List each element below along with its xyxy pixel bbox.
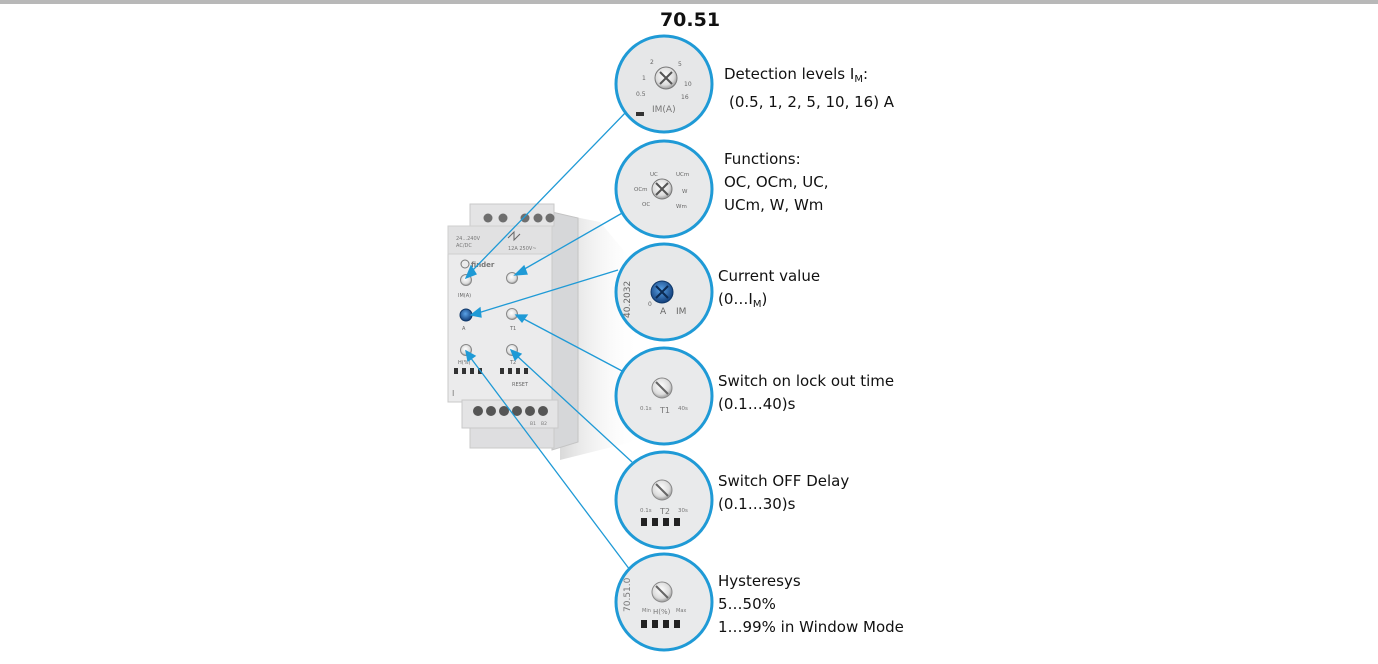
zoom-tick-label: W (682, 189, 688, 195)
relay-device: 24...240V AC/DC 12A 250V~ finder IM(A) A… (447, 203, 640, 460)
im-dial-label: IM(A) (458, 293, 471, 299)
zoom-tick-label: 1 (642, 75, 646, 82)
callout-line: Functions: (724, 150, 801, 168)
zoom-tick-label: 0 (648, 301, 652, 308)
callout-line: Hysteresys (718, 572, 801, 590)
terminal-b2-label: B2 (541, 421, 547, 427)
svg-text:I: I (452, 389, 454, 398)
zoom-tick-label: 16 (681, 94, 689, 101)
zoom-tick-label: 0.1s (640, 508, 652, 514)
zoom-tick-label: UC (650, 172, 658, 178)
zoom-dial-label: T2 (659, 507, 670, 516)
leader-line-off-delay (515, 354, 633, 463)
zoom-tick-label: 10 (684, 81, 692, 88)
zoom-dial-label: T1 (659, 406, 670, 415)
arrow-head-icon (514, 314, 529, 324)
arrow-head-icon (464, 264, 477, 280)
leader-lines (464, 109, 633, 571)
zoom-circle-functions: UC UCm OCm W OC Wm (614, 139, 714, 239)
bottom-screw-terminals (473, 406, 548, 416)
callout-line: (0.1…40)s (718, 395, 796, 413)
callout-subscript: M (854, 74, 863, 85)
callout-line: (0…IM) (718, 288, 820, 316)
zoom-tick-label: Max (676, 608, 686, 614)
reset-label: RESET (512, 382, 529, 388)
diagram-title: 70.51 (659, 9, 721, 31)
zoom-tick-label: 40s (678, 406, 688, 412)
t2-dial-label: T2 (509, 360, 516, 366)
zoom-tick-label: 2 (650, 59, 654, 66)
zoom-circle-detection: 2 5 1 10 0.5 16 IM(A) (614, 34, 714, 134)
zoom-tick-label: OC (642, 202, 650, 208)
arrow-head-icon (509, 348, 523, 362)
callout-line: (0.1…30)s (718, 495, 796, 513)
callout-current-value: Current value (0…IM) (718, 265, 820, 316)
callout-line-text: (0…I (718, 290, 753, 308)
zoom-circle-off-delay: 0.1s T2 30s (614, 450, 714, 550)
callout-line: UCm, W, Wm (724, 196, 824, 214)
callout-line-text: Detection levels I (724, 65, 855, 83)
current-dial-label: A (462, 326, 466, 332)
callout-hysteresis: Hysteresys 5…50% 1…99% in Window Mode (718, 570, 904, 639)
callout-off-delay: Switch OFF Delay (0.1…30)s (718, 470, 849, 516)
zoom-tick-label: OCm (634, 187, 648, 193)
zoom-dial-label: A (660, 307, 667, 317)
callout-line: Switch OFF Delay (718, 472, 850, 490)
zoom-tick-label: Min (642, 608, 651, 614)
zoom-tick-label: 0.5 (636, 91, 646, 98)
zoom-dial-label: H(%) (653, 608, 671, 616)
callout-line: Switch on lock out time (718, 372, 895, 390)
zoom-circle-lockout: 0.1s T1 40s (614, 346, 714, 446)
callout-line: 1…99% in Window Mode (718, 618, 904, 636)
top-rule (0, 0, 1378, 4)
callout-line: Current value (718, 267, 821, 285)
callout-line: OC, OCm, UC, (724, 173, 829, 191)
zoom-circle-current: 0 A IM 40.2032 (614, 242, 714, 342)
arrow-head-icon (513, 264, 528, 276)
callout-suffix: : (862, 65, 869, 83)
t1-dial-label: T1 (509, 326, 516, 332)
supply-type-label: AC/DC (456, 243, 472, 249)
top-screw-terminals (483, 213, 555, 223)
zoom-tick-label: 5 (678, 61, 682, 68)
callout-line-text: ) (761, 290, 768, 308)
terminal-b1-label: B1 (530, 421, 536, 427)
zoom-tick-label: 0.1s (640, 406, 652, 412)
brand-label: finder (471, 261, 495, 269)
zoom-tick-label: 30s (678, 508, 688, 514)
supply-label: 24...240V (456, 236, 481, 242)
h-dial-label: H(%) (458, 360, 470, 366)
t1-dial-icon (506, 308, 518, 320)
callout-line: (0.5, 1, 2, 5, 10, 16) A (729, 93, 895, 111)
zoom-dial-label: IM(A) (652, 105, 676, 115)
callout-lock-out-time: Switch on lock out time (0.1…40)s (718, 370, 894, 416)
arrow-head-icon (465, 349, 477, 363)
callout-detection-levels: Detection levels IM: (0.5, 1, 2, 5, 10, … (724, 63, 894, 114)
arrow-head-icon (469, 306, 482, 318)
zoom-dial-label: IM (676, 307, 686, 317)
contact-rating-label: 12A 250V~ (508, 246, 537, 252)
leader-line-lockout (521, 317, 625, 373)
leader-line-current (477, 269, 619, 314)
leader-line-detection (470, 109, 629, 273)
zoom-side-code: 70.51.0 (623, 577, 633, 612)
zoom-circle-hysteresis: 70.51.0 Min H(%) Max (614, 552, 714, 652)
callout-line: 5…50% (718, 595, 776, 613)
leader-line-hysteresis (469, 356, 631, 571)
callout-functions: Functions: OC, OCm, UC, UCm, W, Wm (724, 148, 828, 217)
callout-line: Detection levels IM: (724, 63, 894, 91)
zoom-side-code: 40.2032 (623, 281, 633, 318)
callout-subscript: M (752, 299, 762, 310)
leader-line-functions (520, 211, 625, 272)
zoom-tick-label: UCm (676, 172, 689, 178)
zoom-tick-label: Wm (676, 204, 687, 210)
